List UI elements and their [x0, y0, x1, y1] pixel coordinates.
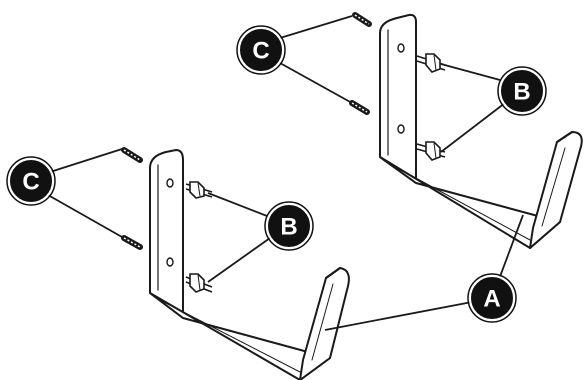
- screw-icon: [352, 12, 372, 27]
- screw-icon: [121, 235, 143, 250]
- callout-b-left: B: [264, 201, 314, 251]
- flange-bolt-icon: [416, 53, 446, 73]
- flange-bolt-icon: [416, 141, 446, 161]
- bracket-left: [149, 149, 350, 380]
- callout-a: A: [467, 273, 517, 323]
- callout-label: C: [22, 169, 39, 196]
- callout-b-right: B: [497, 66, 547, 116]
- callout-label: A: [483, 286, 500, 313]
- leader-lines: [47, 15, 524, 331]
- callout-label: B: [280, 214, 297, 241]
- flange-bolt-icon: [185, 181, 213, 199]
- callout-label: B: [513, 79, 530, 106]
- screw-icon: [349, 100, 370, 115]
- callout-c-right: C: [236, 25, 286, 75]
- callout-c-left: C: [6, 156, 56, 206]
- callout-label: C: [252, 38, 269, 65]
- screw-icon: [121, 147, 143, 163]
- flange-bolt-icon: [185, 273, 213, 293]
- bracket-right: [379, 13, 583, 249]
